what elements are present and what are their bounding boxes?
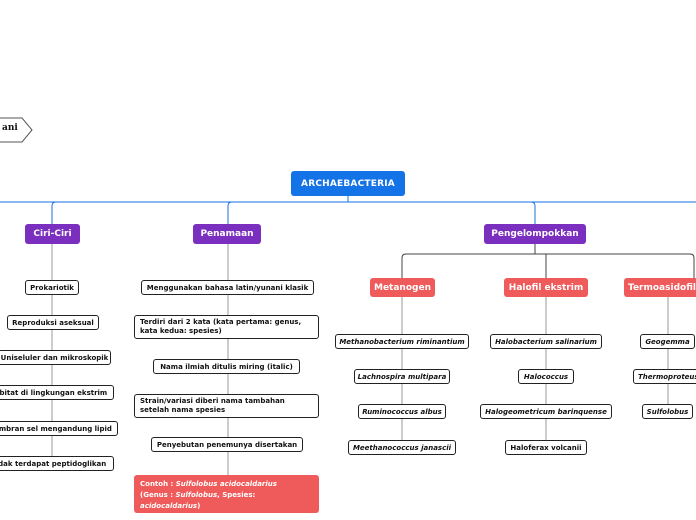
ciri-item-prokariotik[interactable]: Prokariotik	[25, 280, 79, 295]
penamaan-item-italic[interactable]: Nama ilmiah ditulis miring (italic)	[153, 359, 300, 374]
penamaan-item-dua-kata[interactable]: Terdiri dari 2 kata (kata pertama: genus…	[134, 315, 319, 339]
subgroup-termoasidofil[interactable]: Termoasidofil	[624, 278, 696, 297]
ciri-item-membran[interactable]: embran sel mengandung lipid	[0, 421, 118, 436]
note-genus: Sulfolobus	[175, 491, 218, 499]
termo-item-geogemma[interactable]: Geogemma	[640, 334, 695, 349]
note-example-name: Sulfolobus acidocaldarius	[175, 480, 277, 488]
halofil-item-halobacterium[interactable]: Halobacterium salinarium	[490, 334, 602, 349]
category-penamaan[interactable]: Penamaan	[193, 224, 261, 244]
note-prefix: Contoh :	[140, 480, 176, 488]
ciri-item-habitat[interactable]: abitat di lingkungan ekstrim	[0, 385, 114, 400]
penamaan-item-bahasa[interactable]: Menggunakan bahasa latin/yunani klasik	[141, 280, 314, 295]
root-node[interactable]: ARCHAEBACTERIA	[291, 171, 405, 196]
breadcrumb-label[interactable]: ani	[2, 123, 18, 133]
subgroup-halofil-ekstrim[interactable]: Halofil ekstrim	[504, 278, 588, 297]
penamaan-item-penemu[interactable]: Penyebutan penemunya disertakan	[151, 437, 303, 452]
metanogen-item-ruminococcus[interactable]: Ruminococcus albus	[358, 404, 446, 419]
connector-pengelompokkan	[530, 201, 536, 224]
metanogen-item-methanobacterium[interactable]: Methanobacterium riminantium	[335, 334, 469, 349]
category-pengelompokkan[interactable]: Pengelompokkan	[484, 224, 586, 244]
metanogen-item-meethanococcus[interactable]: Meethanococcus janascii	[348, 440, 456, 455]
halofil-item-haloferax[interactable]: Haloferax volcanii	[505, 440, 587, 455]
connector-ciri	[51, 201, 57, 224]
subgroup-metanogen[interactable]: Metanogen	[370, 278, 435, 297]
note-line2-suffix: )	[197, 502, 201, 510]
halofil-item-halococcus[interactable]: Halococcus	[518, 369, 574, 384]
ciri-item-reproduksi[interactable]: Reproduksi aseksual	[7, 315, 99, 330]
note-line2-mid: , Spesies:	[217, 491, 256, 499]
halofil-item-halogeometricum[interactable]: Halogeometricum barinquense	[480, 404, 612, 419]
breadcrumb-chevron-shape	[0, 117, 33, 143]
metanogen-item-lachnospira[interactable]: Lachnospira multipara	[354, 369, 450, 384]
note-line2-prefix: (Genus :	[140, 491, 176, 499]
termo-item-sulfolobus[interactable]: Sulfolobus	[642, 404, 693, 419]
penamaan-example-note[interactable]: Contoh : Sulfolobus acidocaldarius (Genu…	[134, 475, 319, 513]
connector-penamaan	[227, 201, 233, 224]
note-species: acidocaldarius	[140, 502, 198, 510]
ciri-item-uniseluler[interactable]: Uniseluler dan mikroskopik	[0, 350, 111, 365]
ciri-item-peptidoglikan[interactable]: idak terdapat peptidoglikan	[0, 456, 114, 471]
termo-item-thermoproteus[interactable]: Thermoproteus	[633, 369, 696, 384]
category-ciri-ciri[interactable]: Ciri-Ciri	[25, 224, 80, 244]
connector-subgroup-bus	[401, 253, 695, 278]
penamaan-item-strain[interactable]: Strain/variasi diberi nama tambahan sete…	[134, 394, 319, 418]
